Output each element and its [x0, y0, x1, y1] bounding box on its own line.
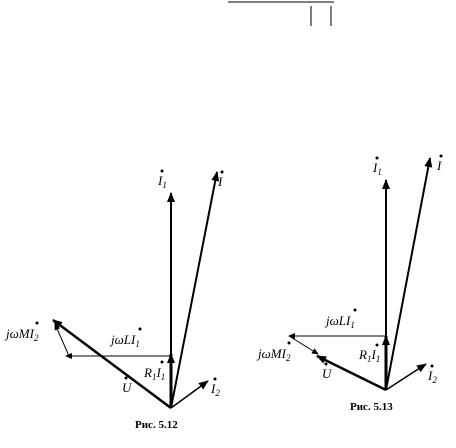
label-jwli1: jωLI1: [324, 313, 355, 330]
label-u: U: [322, 366, 333, 381]
label-jwli1: jωLI1: [109, 332, 140, 349]
label-r1i1: R1I1: [358, 347, 380, 364]
label-i: I: [217, 174, 223, 189]
caption-5-12: Рис. 5.12: [135, 419, 178, 431]
label-i1: I1: [157, 173, 167, 190]
phasor-jwmi2: [288, 335, 319, 355]
caption-5-13: Рис. 5.13: [350, 401, 393, 413]
phasor-i: [170, 171, 220, 409]
label-i1: I1: [372, 160, 382, 177]
phasor-u: [52, 318, 172, 410]
phasor-i2: [385, 363, 427, 391]
label-jwmi2: jωMI2: [256, 346, 291, 363]
figure-5-12: I1 I jωLI1 jωMI2 R1I1 U I2 Рис. 5.12: [4, 169, 224, 431]
phasor-i: [385, 157, 433, 391]
phasor-u: [316, 354, 387, 392]
label-r1i1: R1I1: [143, 365, 165, 382]
label-i2: I2: [210, 381, 220, 398]
label-i: I: [436, 158, 442, 173]
phasor-jwmi2: [54, 323, 70, 357]
phasor-i2: [170, 380, 209, 409]
figure-5-13: I1 I jωLI1 jωMI2 R1I1 U I2 Рис. 5.13: [256, 154, 443, 413]
label-u: U: [122, 380, 133, 395]
label-jwmi2: jωMI2: [4, 326, 39, 343]
page-fragment: [228, 1, 334, 26]
label-i2: I2: [427, 368, 437, 385]
